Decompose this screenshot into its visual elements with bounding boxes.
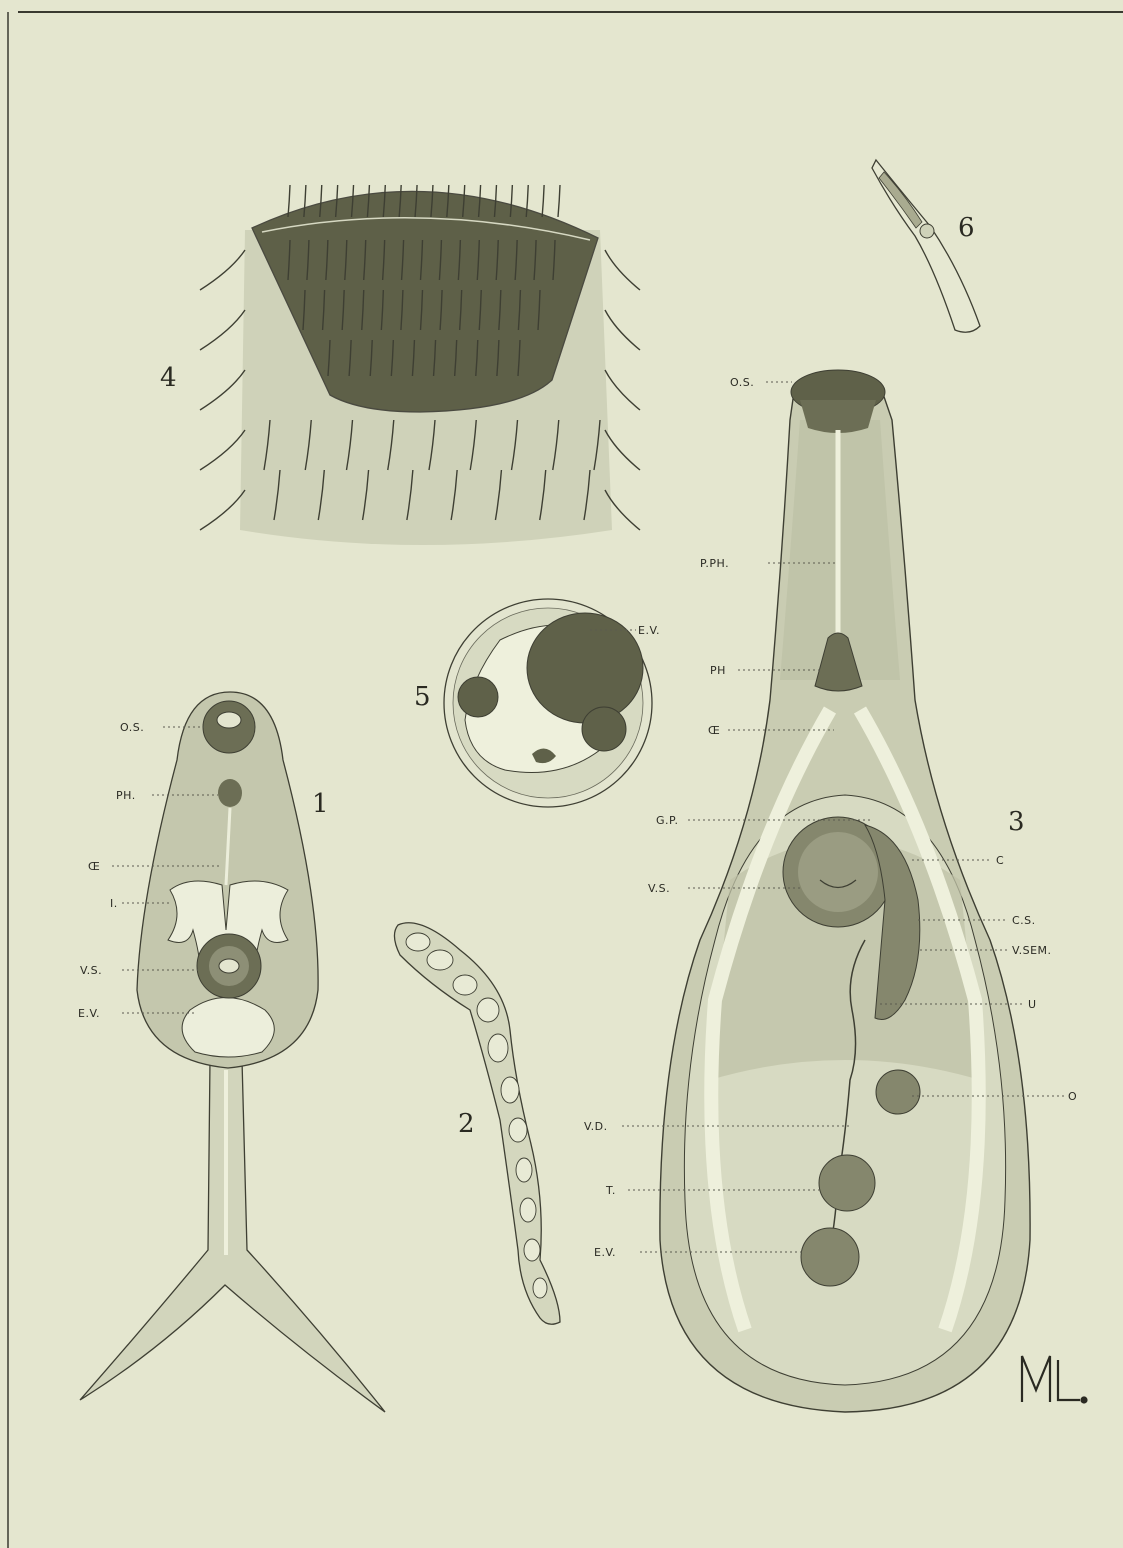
fig4-spine <box>605 370 640 410</box>
fig3-label-os: O.S. <box>730 376 754 389</box>
figure-5-cyst: E.V. 5 <box>414 599 660 807</box>
fig5-label-ev: E.V. <box>638 624 660 637</box>
fig1-number: 1 <box>312 789 329 819</box>
fig3-label-pph: P.PH. <box>700 557 729 570</box>
fig6-inner-tube <box>879 172 922 228</box>
figure-1-cercaria: O.S. PH. Œ I. V.S. E.V. 1 <box>78 692 385 1412</box>
fig3-ventral-sucker-inner <box>798 832 878 912</box>
fig2-number: 2 <box>458 1109 475 1139</box>
fig3-label-vsem: V.SEM. <box>1012 944 1052 957</box>
fig3-label-o: O <box>1068 1090 1077 1103</box>
fig4-spine <box>200 490 245 530</box>
fig3-number: 3 <box>1008 807 1025 837</box>
fig1-oral-sucker-mouth <box>217 712 241 728</box>
figure-3-adult: O.S. P.PH. PH Œ G.P. V.S. V.D. T. E.V. C… <box>584 370 1077 1412</box>
fig1-label-i: I. <box>110 897 118 910</box>
fig3-label-gp: G.P. <box>656 814 678 827</box>
fig4-spine <box>558 185 560 217</box>
fig5-ventral-sucker <box>582 707 626 751</box>
fig5-oral-sucker <box>458 677 498 717</box>
fig3-label-c: C <box>996 854 1004 867</box>
fig5-number: 5 <box>414 682 431 712</box>
fig3-label-vd: V.D. <box>584 1120 608 1133</box>
fig3-label-ev: E.V. <box>594 1246 616 1259</box>
figure-4-sucker: 4 <box>160 185 640 545</box>
fig1-tail <box>80 1060 385 1412</box>
fig6-number: 6 <box>958 213 975 243</box>
fig3-label-t: T. <box>605 1184 616 1197</box>
fig3-label-cs: C.S. <box>1012 914 1036 927</box>
fig3-ovary <box>876 1070 920 1114</box>
fig4-spine <box>605 310 640 350</box>
fig4-spine <box>200 370 245 410</box>
fig4-spine <box>605 250 640 290</box>
fig3-oral-sucker-cup <box>800 400 876 433</box>
fig4-spine <box>605 430 640 470</box>
fig1-pharynx <box>218 779 242 807</box>
figure-2-sporocyst: 2 <box>394 923 560 1324</box>
fig3-label-oe: Œ <box>708 724 720 737</box>
fig3-testis-1 <box>819 1155 875 1211</box>
fig3-label-ph: PH <box>710 664 726 677</box>
fig1-label-vs: V.S. <box>80 964 102 977</box>
fig2-germ-balls <box>406 933 547 1298</box>
fig1-label-oe: Œ <box>88 860 100 873</box>
fig1-label-os: O.S. <box>120 721 144 734</box>
monogram-ml <box>1022 1356 1087 1403</box>
fig4-number: 4 <box>160 363 177 393</box>
fig1-label-ev: E.V. <box>78 1007 100 1020</box>
fig4-spine <box>200 250 245 290</box>
fig1-ventral-sucker-mouth <box>219 959 239 973</box>
fig4-spine <box>200 310 245 350</box>
fig6-nucleus <box>920 224 934 238</box>
fig1-label-ph: PH. <box>116 789 136 802</box>
fig3-label-u: U <box>1028 998 1037 1011</box>
fig3-testis-2 <box>801 1228 859 1286</box>
fig4-spine <box>200 430 245 470</box>
fig3-label-vs: V.S. <box>648 882 670 895</box>
figure-6-larva: 6 <box>872 160 980 332</box>
fig4-spine <box>542 185 544 217</box>
